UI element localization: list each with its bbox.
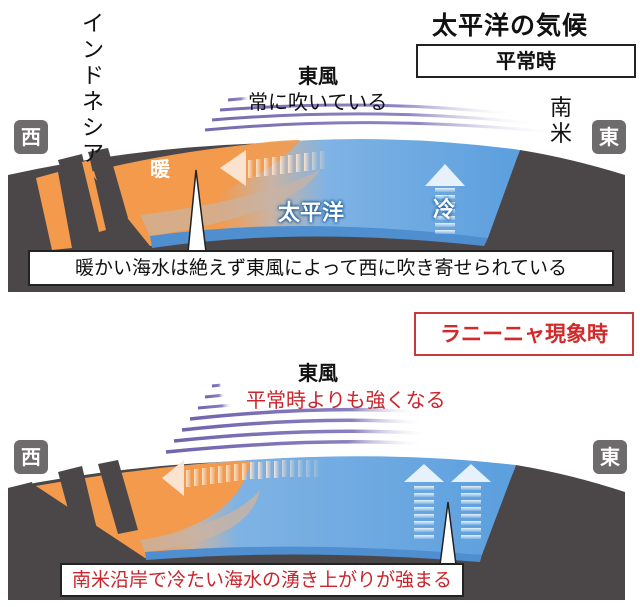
wind-subtitle-2: 平常時よりも強くなる <box>246 388 446 412</box>
mode-label-la-nina: ラニーニャ現象時 <box>414 312 634 356</box>
la-nina-callout: 南米沿岸で冷たい海水の湧き上がりが強まる <box>60 563 464 597</box>
indonesia-label: インドネシア <box>81 12 104 167</box>
west-badge-2: 西 <box>14 440 48 474</box>
cold-label: 冷 <box>433 198 456 223</box>
westward-current-arrow-strong <box>162 460 319 496</box>
south-america-label: 南米 <box>549 96 572 147</box>
normal-callout: 暖かい海水は絶えず東風によって西に吹き寄せられている <box>28 250 614 286</box>
wind-title: 東風 <box>298 64 338 88</box>
ocean-label: 太平洋 <box>278 201 345 226</box>
wind-title-2: 東風 <box>298 361 338 385</box>
page-title: 太平洋の気候 <box>432 11 589 40</box>
wind-stripes-strong <box>165 383 431 454</box>
upwelling-arrow-1 <box>404 464 444 539</box>
mode-label-normal: 平常時 <box>416 44 636 78</box>
upwelling-arrow <box>425 164 465 234</box>
westward-current-arrow <box>220 150 325 186</box>
wind-subtitle: 常に吹いている <box>248 90 388 114</box>
warm-label: 暖 <box>150 157 170 181</box>
upwelling-arrow-2 <box>451 464 491 539</box>
east-badge: 東 <box>592 120 626 154</box>
wind-stripes <box>204 96 561 135</box>
east-badge-2: 東 <box>593 440 627 474</box>
west-badge: 西 <box>14 120 48 154</box>
